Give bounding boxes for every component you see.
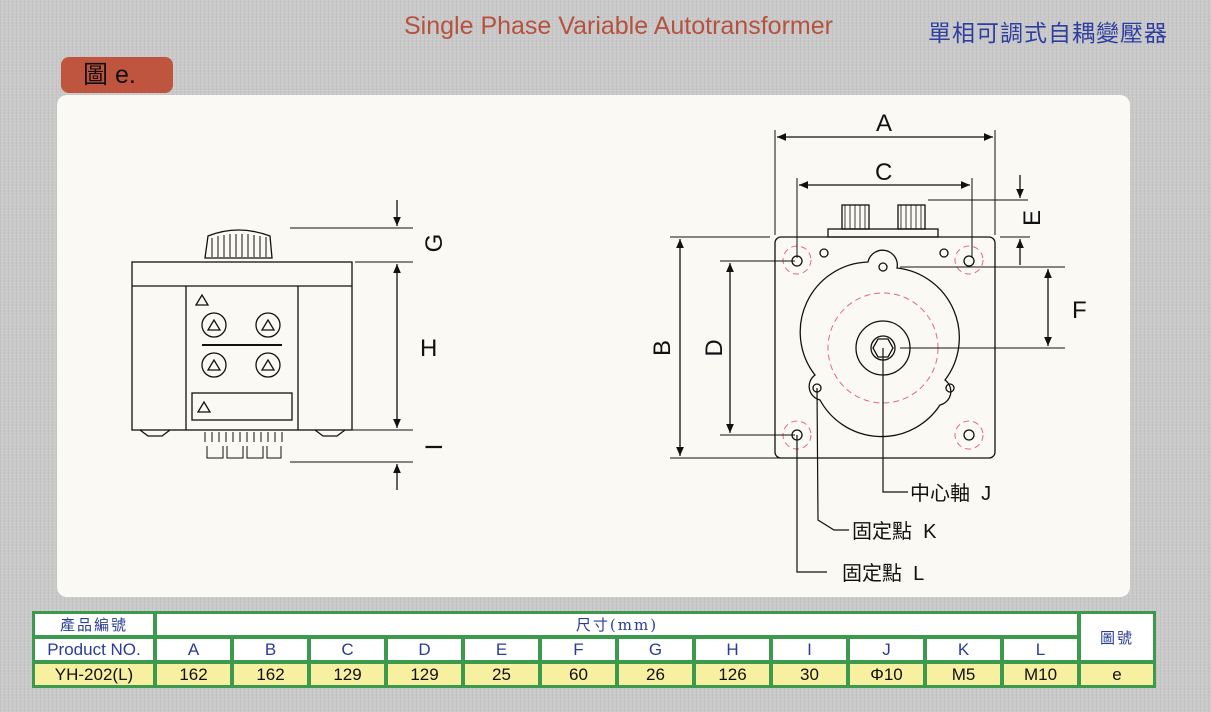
value-cell-g: 26 <box>618 663 693 686</box>
column-header-k: K <box>926 638 1001 661</box>
side-view <box>131 200 413 490</box>
title-english: Single Phase Variable Autotransformer <box>404 12 833 40</box>
column-header-l: L <box>1003 638 1078 661</box>
callout-fixing-point-l: 固定點 L <box>842 562 924 585</box>
dim-label-g: G <box>421 234 448 253</box>
column-header-e: E <box>464 638 539 661</box>
value-cell-c: 129 <box>310 663 385 686</box>
dim-label-a: A <box>876 110 892 137</box>
value-cell-d: 129 <box>387 663 462 686</box>
dimension-labels: A C F B D E G H I 中心軸 J 固定點 K 固定點 L <box>420 110 1087 585</box>
figure-header: 圖號 <box>1080 613 1154 661</box>
column-header-g: G <box>618 638 693 661</box>
dim-label-c: C <box>875 159 892 186</box>
value-cell-h: 126 <box>695 663 770 686</box>
value-cell-a: 162 <box>156 663 231 686</box>
value-cell-l: M10 <box>1003 663 1078 686</box>
dim-label-d: D <box>701 339 728 356</box>
dim-label-h: H <box>420 335 437 362</box>
figure-badge: 圖 e. <box>61 57 173 93</box>
dim-label-e: E <box>1019 210 1046 226</box>
column-header-j: J <box>849 638 924 661</box>
column-header-b: B <box>233 638 308 661</box>
value-cell-e: 25 <box>464 663 539 686</box>
value-cell-b: 162 <box>233 663 308 686</box>
column-header-c: C <box>310 638 385 661</box>
top-view <box>670 130 1065 573</box>
dim-label-i: I <box>421 444 448 451</box>
product-header-zh: 產品編號 <box>34 613 154 636</box>
callout-fixing-point-k: 固定點 K <box>852 520 937 543</box>
title-chinese: 單相可調式自耦變壓器 <box>928 20 1168 46</box>
product-header-en: Product NO. <box>34 638 154 661</box>
column-header-d: D <box>387 638 462 661</box>
value-cell-k: M5 <box>926 663 1001 686</box>
callout-center-shaft-j: 中心軸 J <box>910 482 991 505</box>
dim-label-b: B <box>649 340 676 356</box>
dims-header: 尺寸(mm) <box>156 613 1078 636</box>
column-header-h: H <box>695 638 770 661</box>
column-header-i: I <box>772 638 847 661</box>
value-cell-i: 30 <box>772 663 847 686</box>
figure-cell: e <box>1080 663 1154 686</box>
value-cell-j: Φ10 <box>849 663 924 686</box>
value-cell-f: 60 <box>541 663 616 686</box>
column-header-a: A <box>156 638 231 661</box>
column-header-f: F <box>541 638 616 661</box>
dim-label-f: F <box>1072 297 1087 324</box>
product-cell: YH-202(L) <box>34 663 154 686</box>
